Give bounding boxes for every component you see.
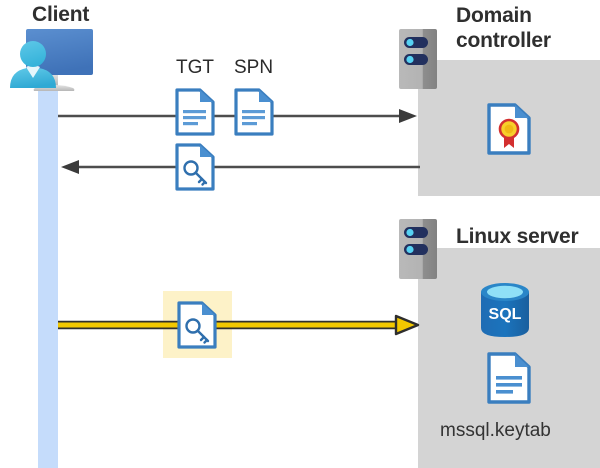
domain-controller-title: Domain controller — [456, 4, 551, 52]
sql-database-icon: SQL — [478, 281, 532, 339]
flow-request-arrow — [58, 106, 420, 126]
flow-label-spn: SPN — [234, 57, 274, 78]
tgt-document-icon — [175, 88, 215, 136]
certificate-icon — [487, 103, 531, 155]
flow-keytab-arrow — [58, 313, 420, 337]
linux-server-title: Linux server — [456, 225, 579, 248]
sql-database-text: SQL — [489, 306, 522, 323]
key-document-icon-response — [175, 143, 215, 191]
client-title: Client — [32, 3, 90, 26]
spn-document-icon — [234, 88, 274, 136]
key-document-icon-keytab — [177, 301, 217, 349]
linux-server-server-icon — [398, 218, 438, 280]
client-lifeline — [38, 86, 58, 468]
domain-controller-server-icon — [398, 28, 438, 90]
client-computer-user-icon — [4, 26, 100, 98]
flow-label-tgt: TGT — [176, 57, 214, 78]
flow-response-arrow — [58, 157, 420, 177]
keytab-file-label: mssql.keytab — [440, 420, 551, 441]
document-icon — [487, 352, 531, 404]
